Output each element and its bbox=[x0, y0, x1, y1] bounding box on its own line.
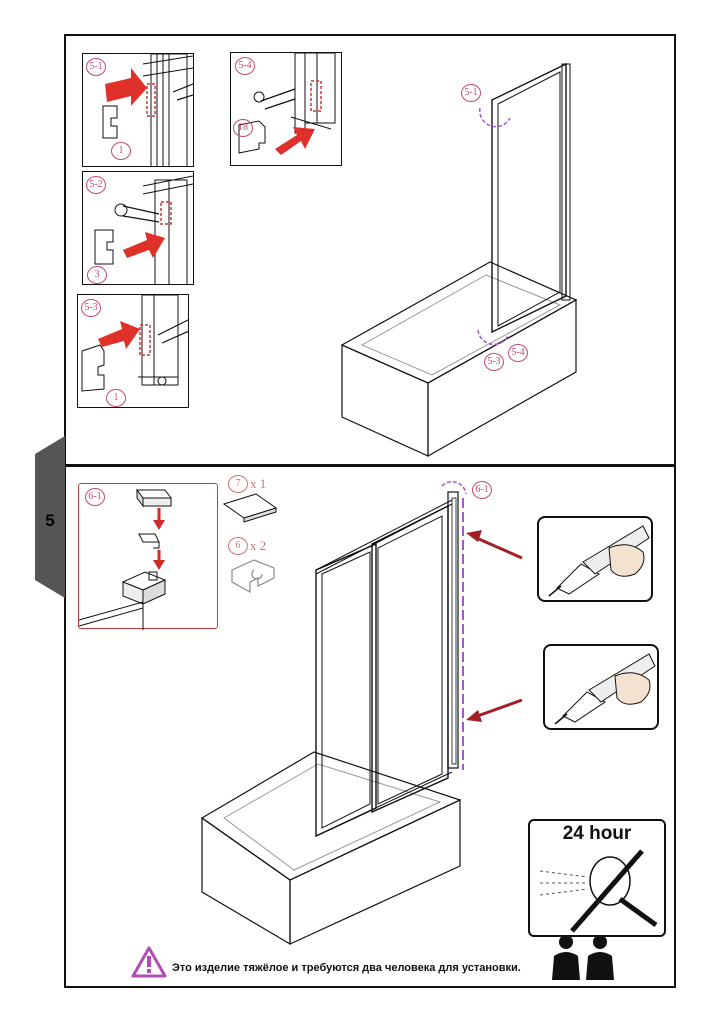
warning-icon bbox=[131, 946, 167, 978]
profile-drawing-5-4 bbox=[238, 53, 336, 155]
two-people-icon bbox=[552, 935, 614, 980]
cure-time-box: 24 hour bbox=[528, 819, 666, 937]
silicone-gun-illustration-bottom bbox=[543, 644, 659, 730]
inset-label: 5-2 bbox=[86, 176, 106, 194]
no-shower-icon bbox=[539, 849, 658, 933]
section-divider bbox=[64, 464, 676, 467]
part-number: 18 bbox=[233, 119, 253, 137]
profile-drawing-5-1 bbox=[102, 54, 193, 166]
end-cap-exploded-drawing bbox=[78, 488, 172, 630]
inset-label: 5-1 bbox=[86, 58, 106, 76]
part-7-drawing bbox=[222, 493, 278, 523]
detail-6-1: 6-1 bbox=[78, 483, 218, 630]
profile-drawing-5-3 bbox=[81, 295, 188, 392]
inset-5-3: 5-3 1 bbox=[77, 294, 189, 408]
callout-5-1: 5-1 bbox=[461, 84, 481, 102]
silicone-gun-icon bbox=[554, 653, 656, 725]
bathtub-single-panel-drawing bbox=[340, 62, 578, 458]
silicone-gun-illustration-top bbox=[537, 516, 653, 602]
inset-5-4: 5-4 18 bbox=[230, 52, 342, 166]
warning-text: Это изделие тяжёлое и требуются два чело… bbox=[172, 962, 521, 974]
cure-time-text: 24 hour bbox=[562, 823, 632, 844]
part-6-number: 6 bbox=[228, 537, 248, 555]
part-7-number: 7 bbox=[228, 475, 248, 493]
silicone-gun-icon bbox=[548, 525, 650, 597]
detail-label: 6-1 bbox=[85, 488, 105, 506]
profile-drawing-5-2 bbox=[94, 175, 193, 284]
inset-5-1: 5-1 1 bbox=[82, 53, 194, 167]
part-number: 1 bbox=[111, 142, 131, 160]
callout-5-3: 5-3 bbox=[484, 353, 504, 371]
page-number: 5 bbox=[45, 511, 55, 530]
inset-5-2: 5-2 3 bbox=[82, 171, 194, 285]
inset-label: 5-4 bbox=[235, 57, 255, 75]
part-number: 3 bbox=[87, 266, 107, 284]
part-7-qty: x 1 bbox=[250, 476, 267, 491]
inset-label: 5-3 bbox=[81, 299, 101, 317]
page-frame bbox=[64, 34, 676, 988]
part-6-drawing bbox=[231, 559, 275, 594]
callout-6-1: 6-1 bbox=[472, 481, 492, 499]
part-6-qty: x 2 bbox=[250, 538, 267, 553]
part-number: 1 bbox=[106, 389, 126, 407]
page-tab bbox=[35, 436, 65, 598]
callout-5-4: 5-4 bbox=[508, 344, 528, 362]
